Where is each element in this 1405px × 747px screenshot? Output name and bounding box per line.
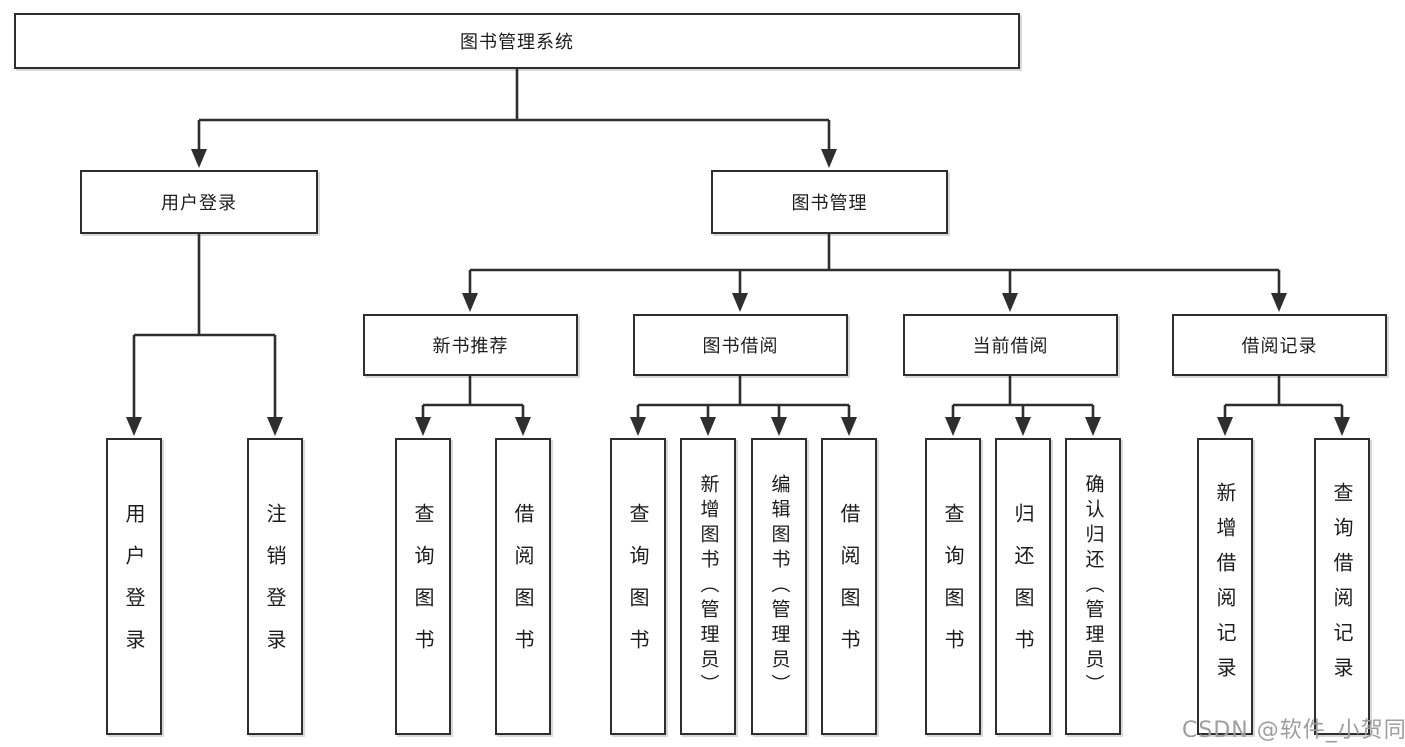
- node-borrow-books-recommend: 借阅图书: [495, 438, 551, 735]
- node-label: 借阅图书: [511, 502, 535, 671]
- node-label: 查询借阅记录: [1330, 481, 1354, 692]
- csdn-watermark: CSDN @软件_小贺同学: [1182, 718, 1405, 743]
- node-label: 注销登录: [263, 502, 287, 671]
- node-current-borrowing: 当前借阅: [903, 314, 1118, 376]
- node-add-borrow-record: 新增借阅记录: [1197, 438, 1253, 735]
- node-return-books: 归还图书: [995, 438, 1051, 735]
- node-add-books-admin: 新增图书（管理员）: [680, 438, 736, 735]
- node-query-books-recommend: 查询图书: [395, 438, 451, 735]
- node-label: 查询图书: [411, 502, 435, 671]
- node-label: 编辑图书（管理员）: [768, 474, 791, 699]
- node-book-borrowing: 图书借阅: [633, 314, 848, 376]
- node-book-management: 图书管理: [711, 170, 948, 234]
- node-label: 新增图书（管理员）: [697, 474, 720, 699]
- node-logout: 注销登录: [247, 438, 303, 735]
- node-label: 归还图书: [1011, 502, 1035, 671]
- node-label: 查询图书: [626, 502, 650, 671]
- node-borrow-books-borrowing: 借阅图书: [821, 438, 877, 735]
- node-borrowing-records: 借阅记录: [1172, 314, 1387, 376]
- node-new-book-recommendation: 新书推荐: [363, 314, 578, 376]
- node-label: 查询图书: [941, 502, 965, 671]
- node-label: 确认归还（管理员）: [1082, 474, 1105, 699]
- node-user-login: 用户登录: [80, 170, 318, 234]
- node-query-borrow-record: 查询借阅记录: [1314, 438, 1370, 735]
- node-edit-books-admin: 编辑图书（管理员）: [751, 438, 807, 735]
- node-label: 新增借阅记录: [1213, 481, 1237, 692]
- node-user-login-leaf: 用户登录: [106, 438, 162, 735]
- node-label: 用户登录: [122, 502, 146, 671]
- node-confirm-return-admin: 确认归还（管理员）: [1065, 438, 1121, 735]
- node-library-management-system: 图书管理系统: [14, 13, 1020, 69]
- node-query-books-borrowing: 查询图书: [610, 438, 666, 735]
- node-query-books-current: 查询图书: [925, 438, 981, 735]
- node-label: 借阅图书: [837, 502, 861, 671]
